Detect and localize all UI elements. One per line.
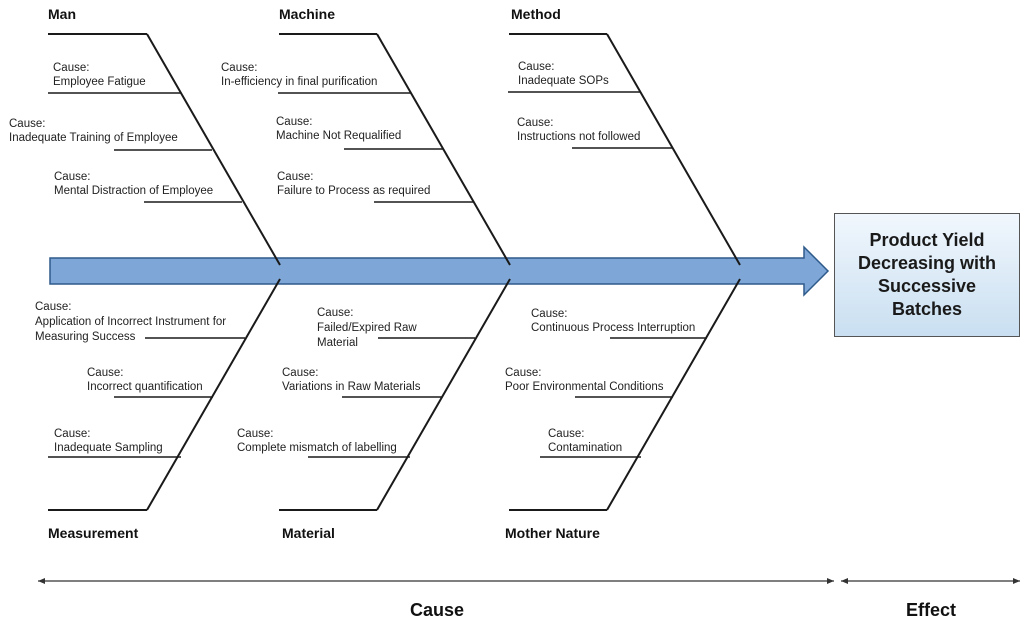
cause-material-1: Cause: Failed/Expired Raw Material bbox=[317, 307, 420, 349]
cause-material-3: Cause: Complete mismatch of labelling bbox=[237, 428, 397, 454]
effect-label: Effect bbox=[906, 600, 956, 620]
category-method: Method bbox=[511, 6, 561, 22]
effect-text: Product Yield Decreasing with Successive… bbox=[842, 229, 1012, 321]
bone-material bbox=[279, 278, 511, 511]
bone-measurement bbox=[48, 278, 281, 511]
cause-machine-1: Cause: In-efficiency in final purificati… bbox=[221, 62, 377, 88]
cause-range-arrow bbox=[38, 578, 834, 584]
category-material: Material bbox=[282, 525, 335, 541]
bone-man bbox=[48, 33, 281, 266]
cause-mother-nature-1: Cause: Continuous Process Interruption bbox=[531, 308, 695, 334]
cause-mother-nature-2: Cause: Poor Environmental Conditions bbox=[505, 367, 664, 393]
effect-line-1: Product Yield bbox=[869, 230, 985, 250]
cause-measurement-3: Cause: Inadequate Sampling bbox=[54, 428, 163, 454]
effect-line-3: Successive bbox=[877, 276, 977, 296]
cause-machine-3: Cause: Failure to Process as required bbox=[277, 171, 430, 197]
cause-mother-nature-3: Cause: Contamination bbox=[548, 428, 622, 454]
spine-arrow bbox=[49, 245, 830, 297]
cause-method-2: Cause: Instructions not followed bbox=[517, 117, 640, 143]
category-machine: Machine bbox=[279, 6, 335, 22]
cause-measurement-2: Cause: Incorrect quantification bbox=[87, 367, 203, 393]
cause-man-2: Cause: Inadequate Training of Employee bbox=[9, 118, 178, 144]
effect-line-2: Decreasing with bbox=[857, 253, 997, 273]
cause-man-3: Cause: Mental Distraction of Employee bbox=[54, 171, 213, 197]
cause-machine-2: Cause: Machine Not Requalified bbox=[276, 116, 401, 142]
effect-box: Product Yield Decreasing with Successive… bbox=[834, 213, 1020, 337]
effect-range-arrow bbox=[841, 578, 1020, 584]
bone-machine bbox=[278, 33, 511, 266]
bone-method bbox=[508, 33, 741, 266]
category-man: Man bbox=[48, 6, 76, 22]
cause-measurement-1: Cause: Application of Incorrect Instrume… bbox=[35, 301, 229, 343]
cause-material-2: Cause: Variations in Raw Materials bbox=[282, 367, 421, 393]
cause-label: Cause bbox=[410, 600, 464, 620]
bone-mother-nature bbox=[509, 278, 741, 511]
effect-line-4: Batches bbox=[891, 299, 963, 319]
category-mother-nature: Mother Nature bbox=[505, 525, 600, 541]
category-measurement: Measurement bbox=[48, 525, 139, 541]
cause-method-1: Cause: Inadequate SOPs bbox=[518, 61, 609, 87]
cause-man-1: Cause: Employee Fatigue bbox=[53, 62, 146, 88]
